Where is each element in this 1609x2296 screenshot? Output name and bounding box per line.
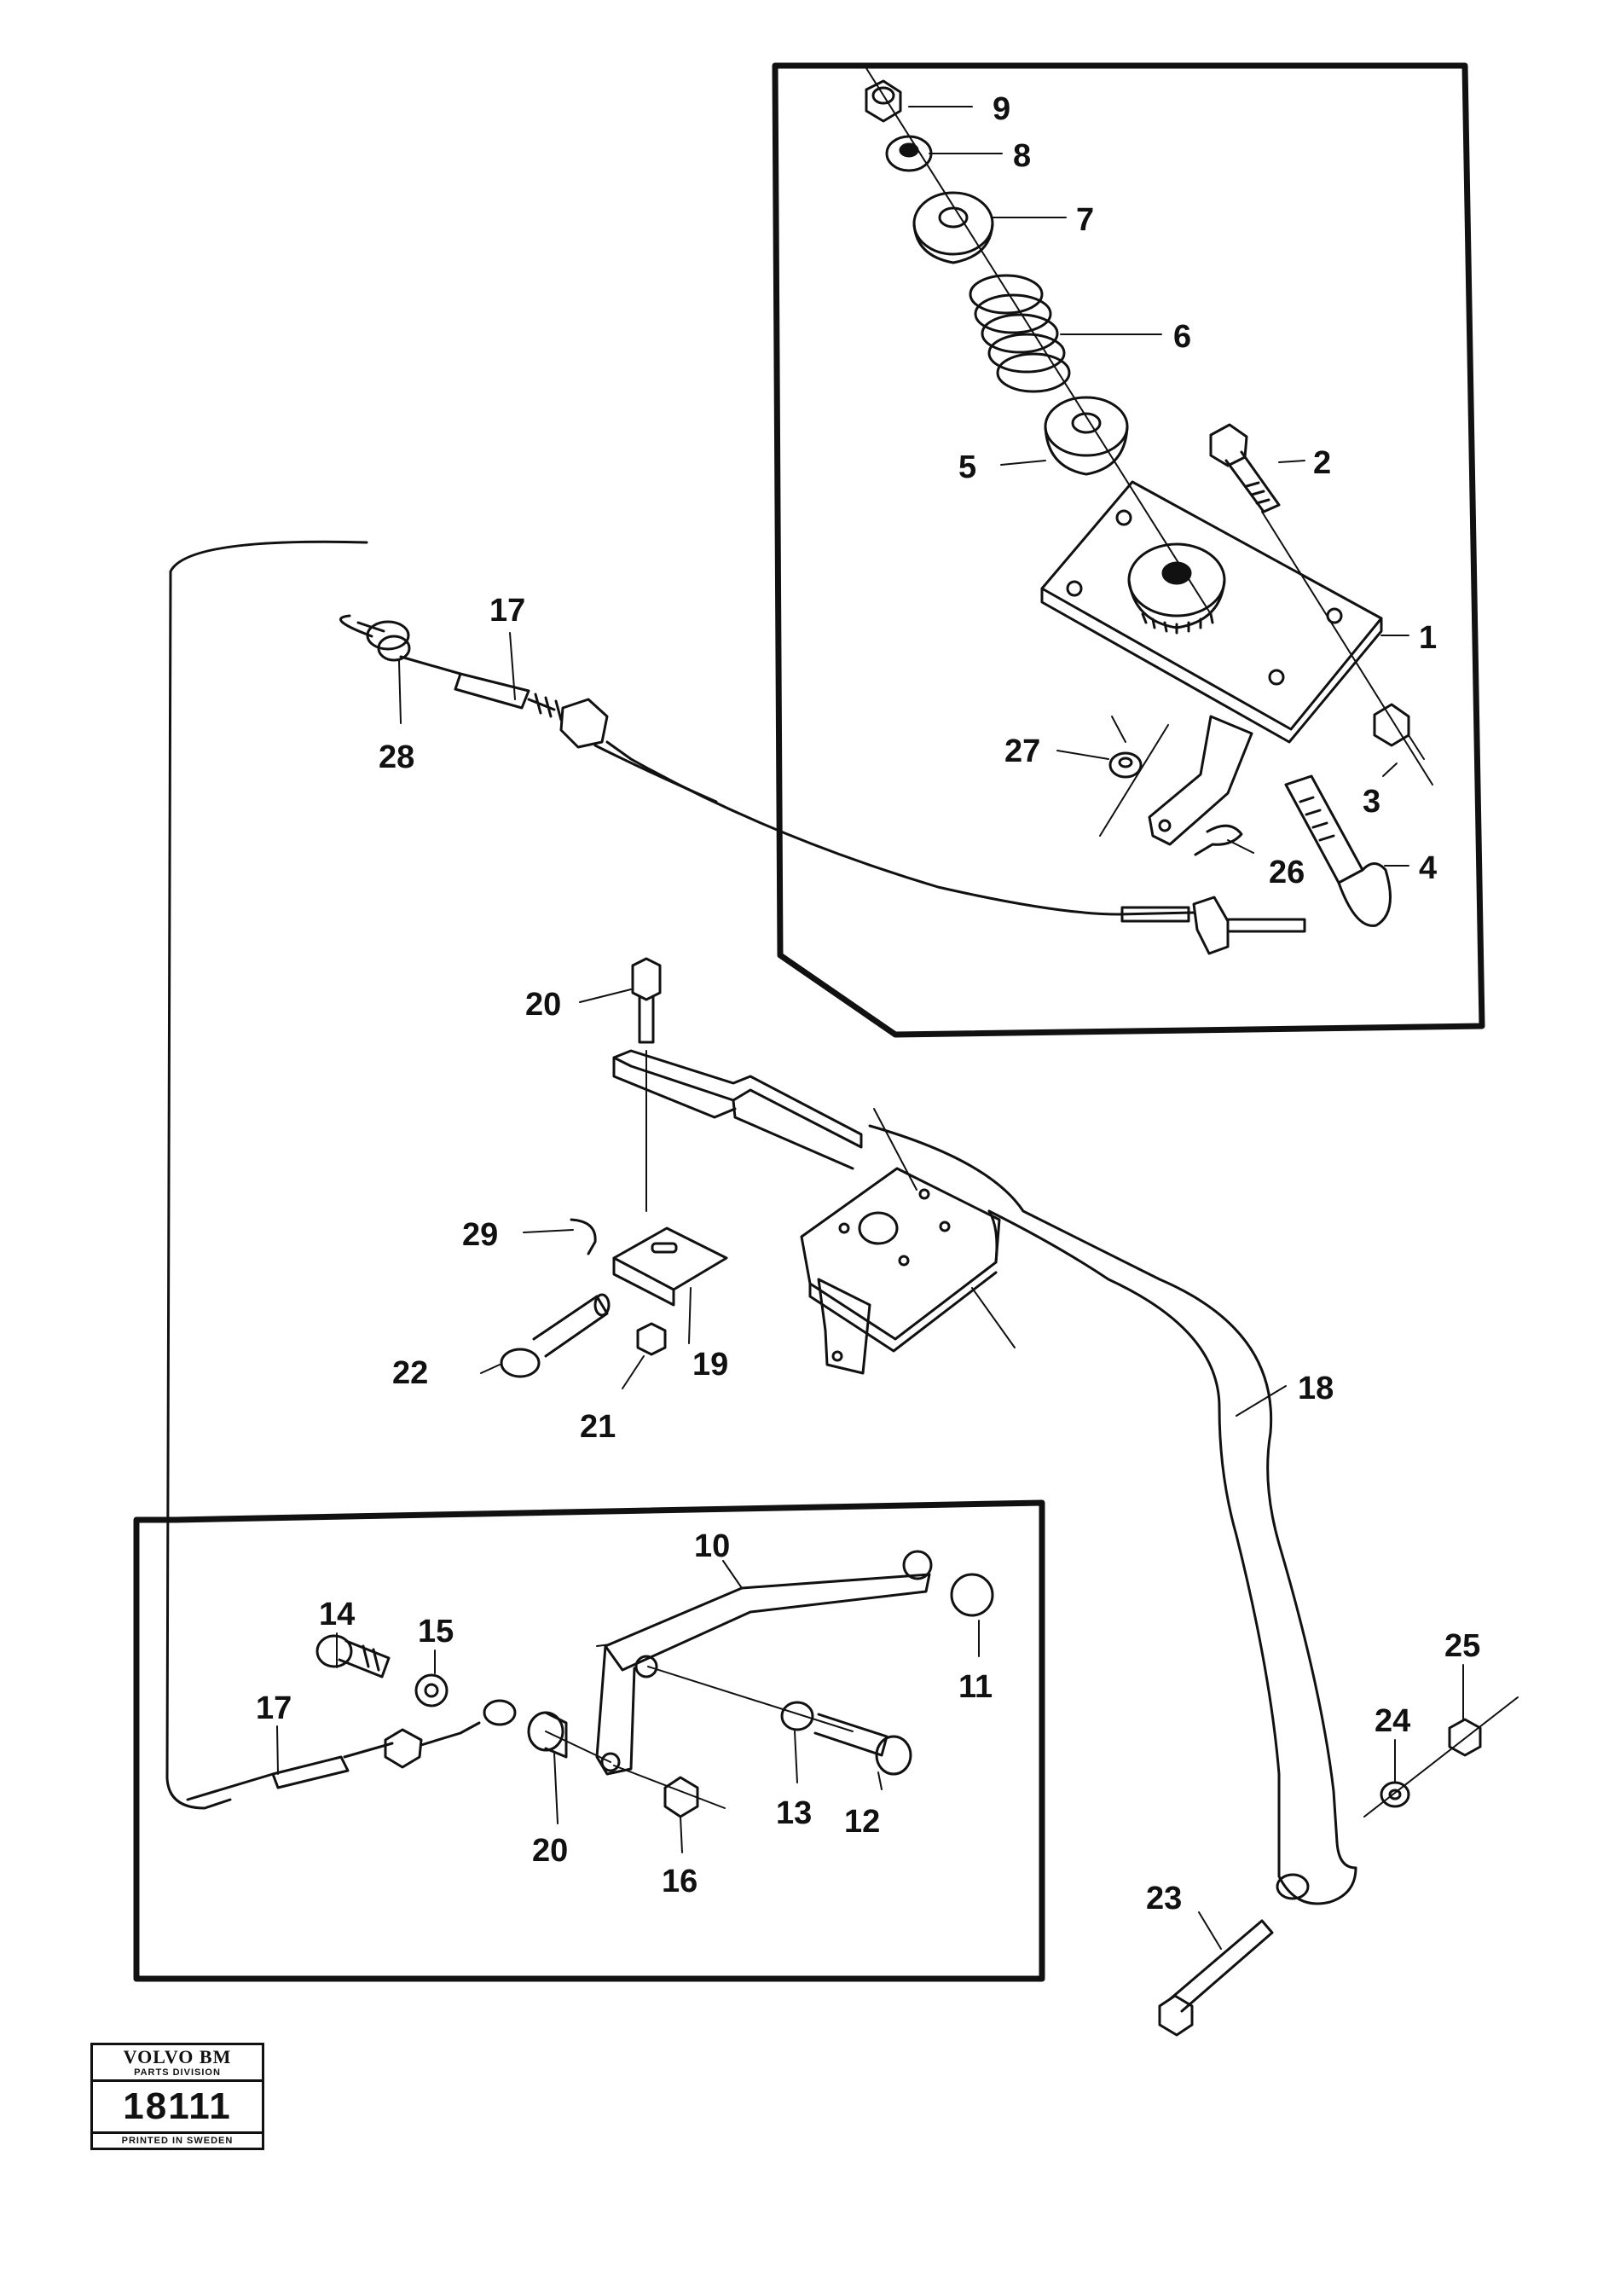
- callout-23: 23: [1146, 1881, 1182, 1916]
- cable-top: [339, 614, 1120, 916]
- part-23-bolt: [1158, 1919, 1274, 2037]
- cable-loop: [165, 540, 368, 1810]
- callout-11: 11: [958, 1669, 993, 1705]
- part-11-knob: [902, 1550, 994, 1617]
- callout-22: 22: [392, 1355, 428, 1391]
- callout-20-bottom: 20: [532, 1833, 568, 1869]
- part-15-washer: [414, 1673, 449, 1708]
- part-7-bushing: [912, 191, 994, 264]
- callout-2: 2: [1313, 445, 1331, 481]
- part-9-nut: [865, 79, 902, 123]
- callout-4: 4: [1419, 850, 1437, 886]
- part-25-nut: [1363, 1696, 1519, 1818]
- part-13-washer: [647, 1666, 854, 1732]
- part-5-bushing: [1044, 396, 1129, 476]
- callout-9: 9: [993, 91, 1010, 127]
- callout-26: 26: [1269, 855, 1305, 890]
- callout-15: 15: [418, 1614, 454, 1650]
- top-inset-frame: [772, 62, 1485, 1038]
- callout-3: 3: [1363, 784, 1380, 820]
- part-19-plate: [612, 1226, 728, 1307]
- callout-8: 8: [1013, 138, 1031, 174]
- part-21-nut: [636, 1322, 667, 1356]
- callout-13: 13: [776, 1795, 812, 1831]
- part-12-bolt: [813, 1713, 912, 1776]
- callout-24: 24: [1375, 1703, 1410, 1739]
- callout-7: 7: [1076, 202, 1094, 238]
- part-18-pedal: [612, 1049, 1357, 1905]
- part-29-pin: [570, 1218, 597, 1255]
- callout-18: 18: [1298, 1371, 1334, 1406]
- callout-25: 25: [1444, 1628, 1480, 1664]
- callout-19: 19: [692, 1347, 728, 1383]
- part-20-bolt-center: [631, 957, 662, 1212]
- cable-bottom: [186, 1699, 517, 1801]
- part-14-bolt: [315, 1634, 391, 1679]
- lever-arm: [1148, 715, 1253, 846]
- callout-5: 5: [958, 449, 976, 485]
- callout-14: 14: [319, 1597, 355, 1632]
- callout-1: 1: [1419, 620, 1437, 656]
- callout-leaders: [276, 106, 1464, 1950]
- callout-27: 27: [1004, 733, 1040, 769]
- part-3-nut: [1373, 703, 1425, 760]
- callout-16: 16: [662, 1864, 697, 1899]
- bottom-inset-frame: [133, 1499, 1045, 1982]
- callout-12: 12: [844, 1804, 880, 1840]
- volvo-bm-stamp: VOLVO BM PARTS DIVISION 18111 PRINTED IN…: [90, 2043, 264, 2150]
- stamp-division: PARTS DIVISION: [93, 2067, 262, 2082]
- part-16-nut: [613, 1765, 726, 1818]
- stamp-printed: PRINTED IN SWEDEN: [121, 2136, 234, 2146]
- part-6-spring: [969, 274, 1071, 393]
- part-2-bolt: [1209, 423, 1281, 513]
- part-4-pin: [1284, 774, 1392, 927]
- cable-end-fitting: [1117, 896, 1306, 955]
- callout-10: 10: [694, 1528, 730, 1564]
- callout-17-bottom: 17: [256, 1690, 292, 1726]
- callout-6: 6: [1173, 319, 1191, 355]
- callout-20-top: 20: [525, 987, 561, 1023]
- stamp-brand: VOLVO BM: [123, 2046, 232, 2067]
- callout-29: 29: [462, 1217, 498, 1253]
- part-22-pin: [500, 1293, 611, 1378]
- part-8-washer: [885, 135, 933, 172]
- part-20-spacer: [527, 1711, 611, 1763]
- callout-21: 21: [580, 1409, 616, 1445]
- callout-17-top: 17: [489, 593, 525, 629]
- axis-lines: [865, 67, 1433, 837]
- callouts: 9 8 7 6 5 2 1 3 4 27 26 17 28 20 29 19 2…: [256, 91, 1480, 1916]
- callout-28: 28: [379, 739, 414, 775]
- part-27-nut: [1108, 716, 1143, 779]
- part-1-plate: [1040, 480, 1383, 744]
- stamp-diagram-number: 18111: [93, 2082, 262, 2134]
- part-26-cotter-pin: [1194, 824, 1243, 856]
